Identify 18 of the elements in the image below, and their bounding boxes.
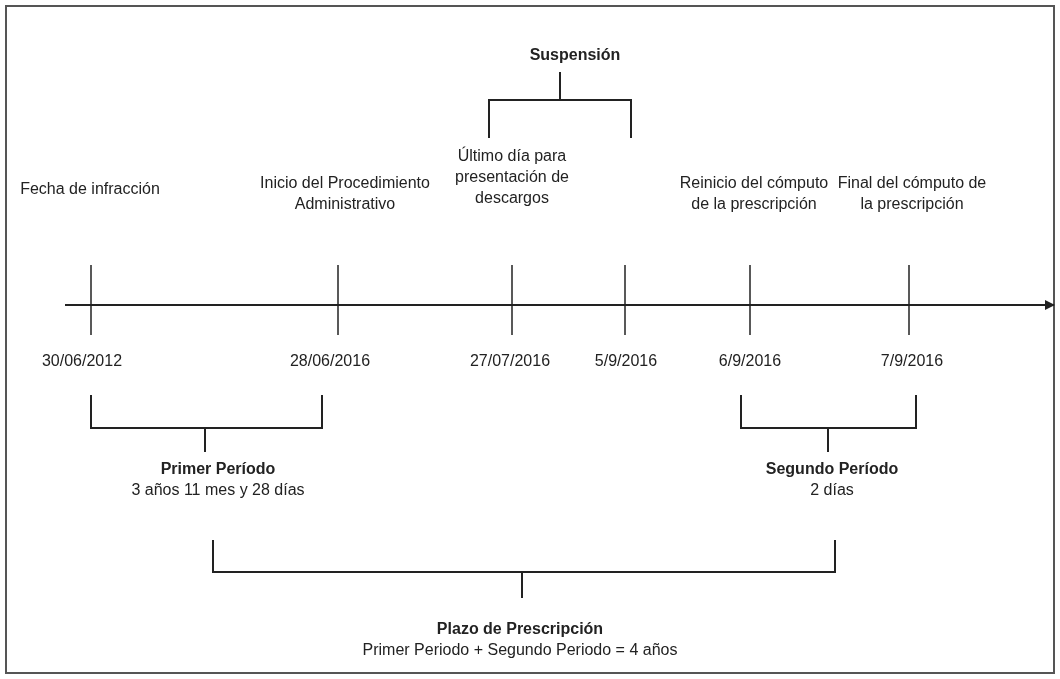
period-label: Segundo Período <box>764 459 900 479</box>
formula-text: Primer Periodo + Segundo Periodo = 4 años <box>361 640 679 660</box>
event-label: Fecha de infracción <box>19 179 161 199</box>
period-label: Plazo de Prescripción <box>435 619 605 639</box>
date-label: 6/9/2016 <box>717 351 783 371</box>
event-label: Inicio del Procedimiento Administrativo <box>260 173 430 214</box>
event-label: Reinicio del cómputo de la prescripción <box>678 173 830 214</box>
date-label: 5/9/2016 <box>593 351 659 371</box>
period-duration: 3 años 11 mes y 28 días <box>130 480 306 500</box>
date-label: 30/06/2012 <box>40 351 124 371</box>
period-label: Primer Período <box>159 459 277 479</box>
date-label: 28/06/2016 <box>288 351 372 371</box>
period-duration: 2 días <box>809 480 855 500</box>
date-label: 27/07/2016 <box>468 351 552 371</box>
date-label: 7/9/2016 <box>879 351 945 371</box>
bracket-label: Suspensión <box>528 45 622 65</box>
event-label: Último día para presentación de descargos <box>454 145 570 208</box>
event-label: Final del cómputo de la prescripción <box>837 173 987 214</box>
